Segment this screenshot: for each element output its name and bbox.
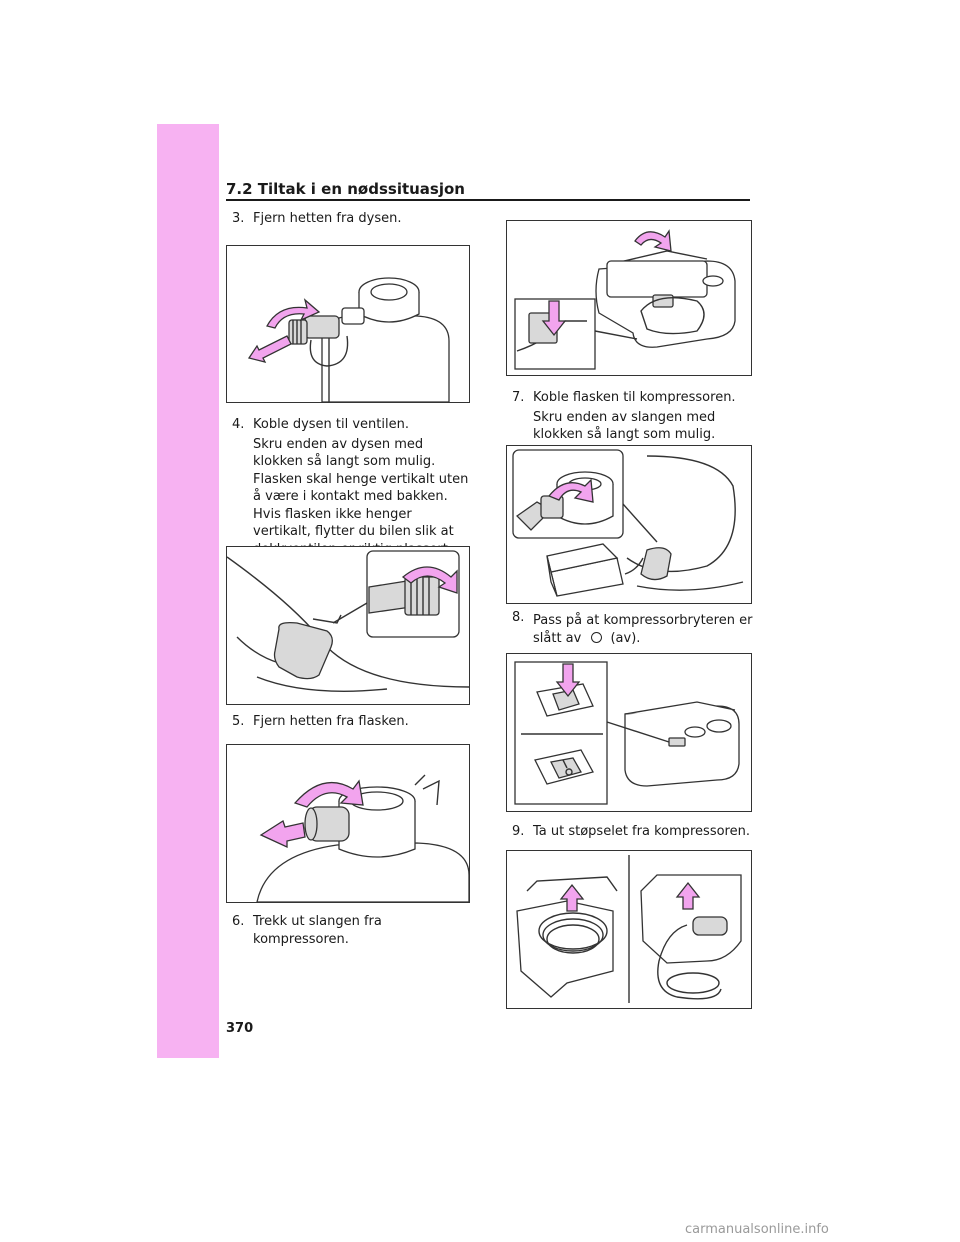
- step-5: 5. Fjern hetten fra flasken.: [232, 713, 472, 731]
- step-title: Pass på at kompressorbryteren er slått a…: [533, 613, 753, 646]
- step-title: Koble dysen til ventilen.: [253, 417, 409, 432]
- step-title: Koble flasken til kompressoren.: [533, 390, 736, 405]
- side-tab-bar: [157, 124, 219, 1058]
- figure-connect-nozzle-to-valve: [226, 546, 470, 705]
- step-4: 4. Koble dysen til ventilen. Skru enden …: [232, 416, 470, 558]
- figure-remove-nozzle-cap: [226, 245, 470, 403]
- step-title-suffix: (av).: [610, 630, 641, 646]
- figure-remove-bottle-cap: [226, 744, 470, 903]
- page-number: 370: [226, 1021, 254, 1036]
- step-text: Skru enden av slangen med klokken så lan…: [533, 409, 716, 443]
- step-number: 7.: [512, 390, 525, 405]
- step-title: Fjern hetten fra dysen.: [253, 211, 402, 226]
- circle-off-icon: [591, 631, 603, 643]
- step-number: 9.: [512, 824, 525, 839]
- header-rule: [226, 199, 750, 201]
- step-number: 8.: [512, 610, 525, 625]
- step-number: 5.: [232, 714, 245, 729]
- step-9: 9. Ta ut støpselet fra kompressoren.: [512, 823, 754, 841]
- step-title: Fjern hetten fra flasken.: [253, 714, 409, 729]
- step-title: Trekk ut slangen fra kompressoren.: [253, 914, 382, 947]
- step-6: 6. Trekk ut slangen fra kompressoren.: [232, 913, 472, 948]
- step-number: 6.: [232, 914, 245, 929]
- step-3: 3. Fjern hetten fra dysen.: [232, 210, 472, 228]
- watermark: carmanualsonline.info: [685, 1222, 829, 1237]
- figure-compressor-switch-off: [506, 653, 752, 812]
- section-title: 7.2 Tiltak i en nødssituasjon: [226, 180, 465, 198]
- figure-pull-hose-from-compressor: [506, 220, 752, 376]
- step-8: 8. Pass på at kompressorbryteren er slåt…: [512, 610, 754, 647]
- step-number: 4.: [232, 417, 245, 432]
- step-number: 3.: [232, 211, 245, 226]
- step-7: 7. Koble flasken til kompressoren. Skru …: [512, 389, 754, 444]
- step-title: Ta ut støpselet fra kompressoren.: [533, 824, 750, 839]
- step-text: Skru enden av dysen med klokken så langt…: [253, 436, 469, 557]
- figure-unplug-from-compressor: [506, 850, 752, 1009]
- figure-connect-bottle-to-compressor: [506, 445, 752, 604]
